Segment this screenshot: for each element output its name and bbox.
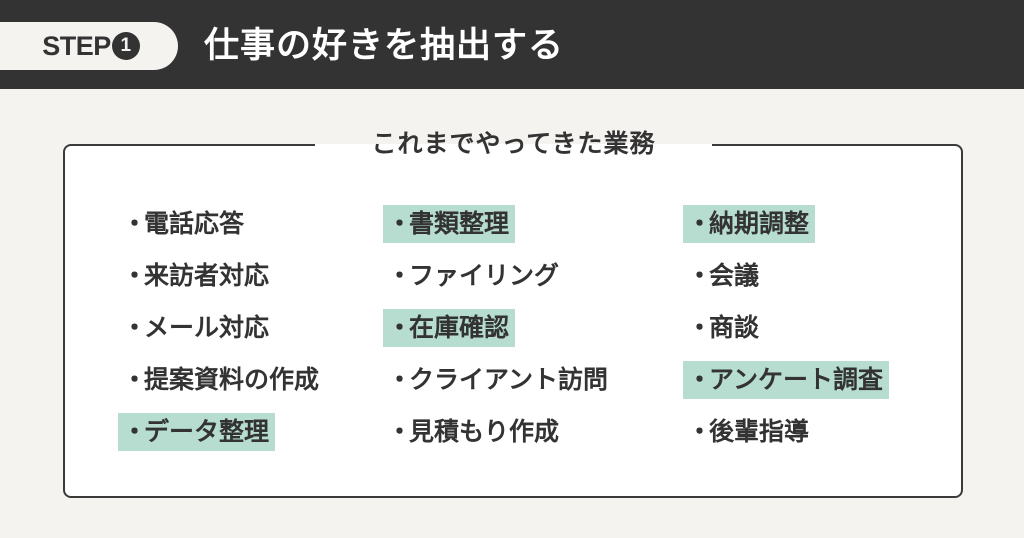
task-column-2: ・書類整理 ・ファイリング ・在庫確認 ・クライアント訪問 ・見積もり作成 [383,205,614,465]
task-item-highlighted: ・書類整理 [383,205,516,243]
task-item-highlighted: ・データ整理 [118,413,276,451]
task-label: ファイリング [409,261,560,290]
task-label: 来訪者対応 [144,261,270,290]
header-bar: STEP 1 仕事の好きを抽出する [0,0,1024,89]
bullet-icon: ・ [387,417,413,446]
task-item-highlighted: ・納期調整 [683,205,816,243]
task-item: ・会議 [683,257,765,295]
bullet-icon: ・ [687,417,713,446]
task-item-highlighted: ・在庫確認 [383,309,516,347]
task-item: ・商談 [683,309,765,347]
task-column-1: ・電話応答 ・来訪者対応 ・メール対応 ・提案資料の作成 ・データ整理 [118,205,325,465]
task-label: 書類整理 [409,209,510,238]
task-item: ・電話応答 [118,205,250,243]
task-item: ・提案資料の作成 [118,361,325,399]
page-title: 仕事の好きを抽出する [204,26,565,66]
bullet-icon: ・ [387,365,413,394]
task-label: 後輩指導 [709,417,810,446]
task-label: 商談 [709,313,760,342]
task-label: 会議 [709,261,760,290]
bullet-icon: ・ [687,365,713,394]
task-item: ・見積もり作成 [383,413,565,451]
task-label: 納期調整 [709,209,810,238]
task-label: データ整理 [144,417,270,446]
step-number-icon: 1 [111,32,140,60]
task-item: ・クライアント訪問 [383,361,614,399]
bullet-icon: ・ [122,313,148,342]
bullet-icon: ・ [687,261,713,290]
task-item: ・来訪者対応 [118,257,275,295]
task-label: クライアント訪問 [409,365,609,394]
tasks-box-title: これまでやってきた業務 [315,126,712,162]
step-badge: STEP 1 [0,22,178,70]
task-label: 在庫確認 [409,313,510,342]
task-label: アンケート調査 [709,365,884,394]
task-item: ・メール対応 [118,309,275,347]
bullet-icon: ・ [687,313,713,342]
bullet-icon: ・ [122,365,148,394]
bullet-icon: ・ [387,313,413,342]
task-item: ・後輩指導 [683,413,815,451]
bullet-icon: ・ [687,209,713,238]
task-label: メール対応 [144,313,270,342]
bullet-icon: ・ [387,261,413,290]
bullet-icon: ・ [122,261,148,290]
bullet-icon: ・ [122,209,148,238]
task-item: ・ファイリング [383,257,565,295]
task-item-highlighted: ・アンケート調査 [683,361,890,399]
task-label: 提案資料の作成 [144,365,320,394]
step-label: STEP [42,30,111,61]
bullet-icon: ・ [122,417,148,446]
bullet-icon: ・ [387,209,413,238]
task-label: 電話応答 [144,209,245,238]
task-label: 見積もり作成 [409,417,560,446]
task-column-3: ・納期調整 ・会議 ・商談 ・アンケート調査 ・後輩指導 [683,205,890,465]
